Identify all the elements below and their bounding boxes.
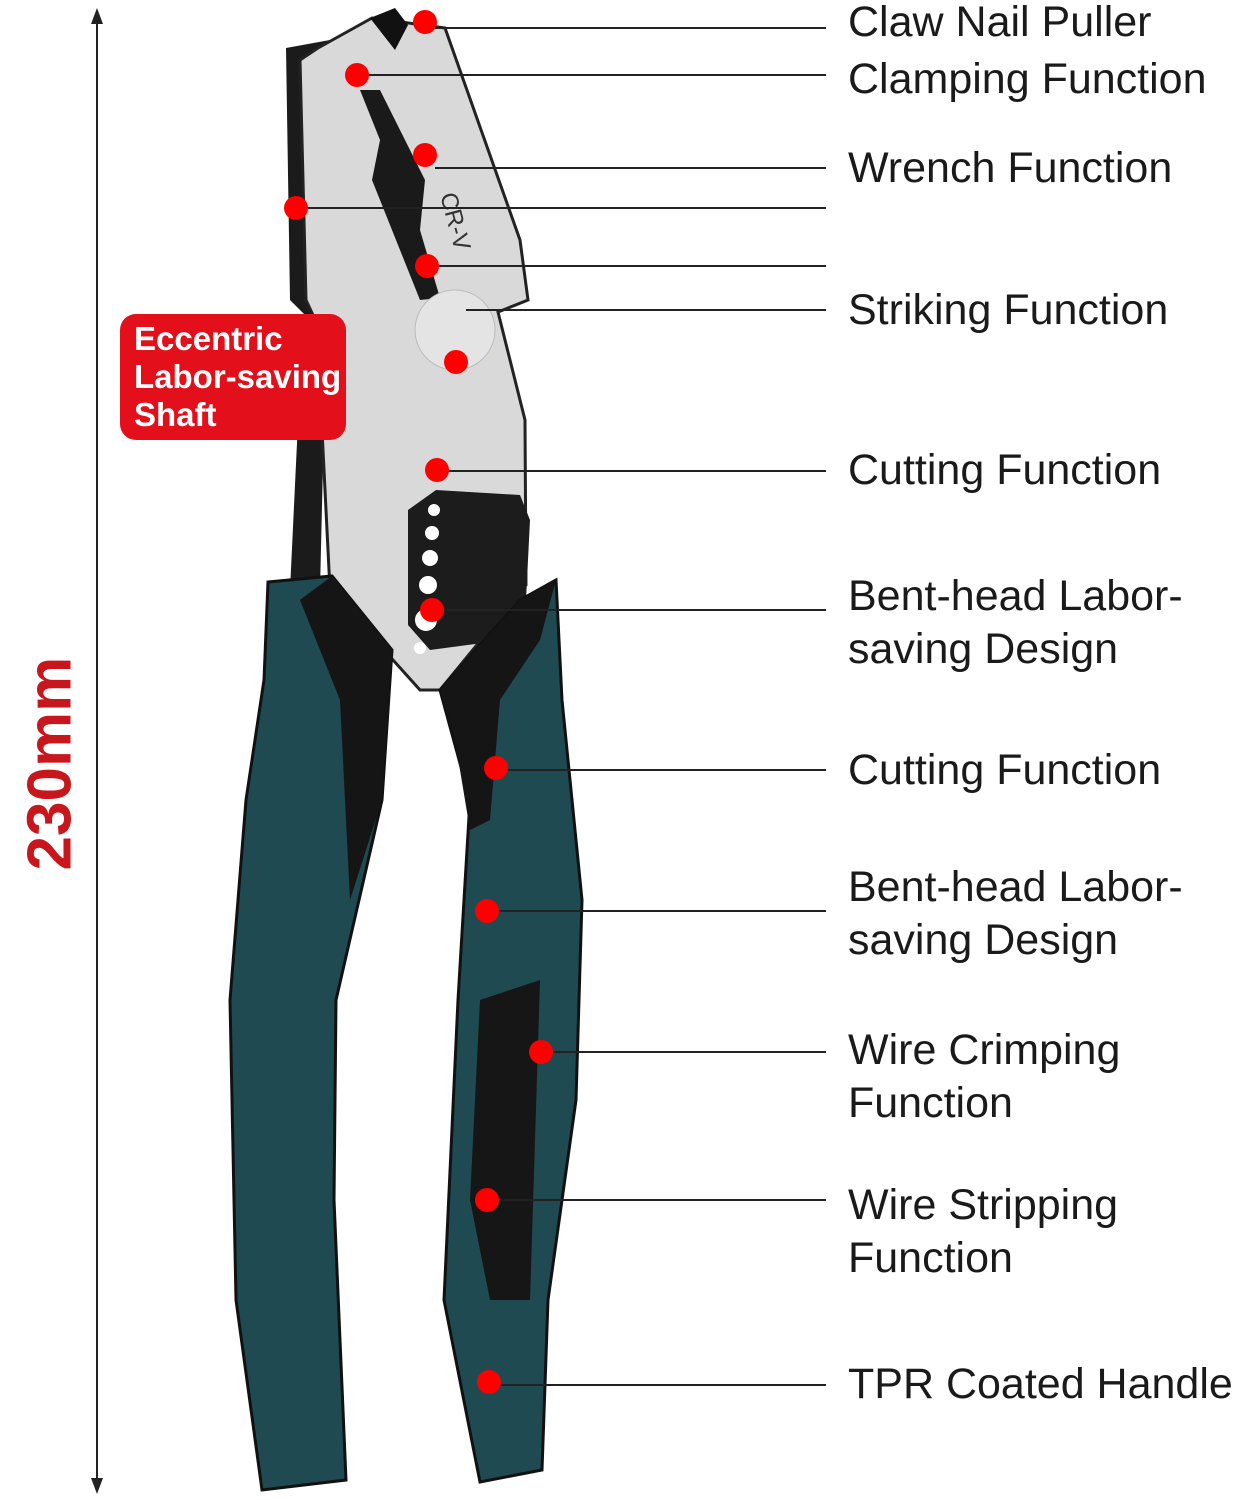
label-text: Wrench Function [848,144,1173,192]
label-text: Wire Stripping [848,1181,1119,1229]
callout-label: Wrench Function [848,142,1172,195]
label-text: Function [848,1079,1013,1127]
length-dimension-label: 230mm [15,656,85,871]
label-text: TPR Coated Handle [848,1360,1233,1408]
callout-dot [475,1188,499,1212]
callout-label: Clamping Function [848,53,1207,106]
callout-label: Cutting Function [848,744,1161,797]
callout-label: TPR Coated Handle [848,1358,1233,1411]
label-text: Bent-head Labor- [848,863,1183,911]
label-text: Striking Function [848,286,1169,334]
callout-label: Bent-head Labor-saving Design [848,861,1183,967]
callout-dot [477,1370,501,1394]
label-text: Function [848,1234,1013,1282]
dimension-arrow [91,8,103,1494]
badge-line: Shaft [134,396,217,433]
label-text: Cutting Function [848,446,1162,494]
label-text: saving Design [848,625,1119,673]
label-text: Clamping Function [848,55,1207,103]
callout-dot [420,598,444,622]
label-text: Bent-head Labor- [848,572,1183,620]
label-text: Cutting Function [848,746,1162,794]
callout-dot [413,143,437,167]
left-handle [228,574,394,1492]
eccentric-shaft-badge: Eccentric Labor-saving Shaft [120,314,346,440]
callout-dot [415,254,439,278]
callout-dot [413,10,437,34]
callout-label: Claw Nail Puller [848,0,1151,49]
callout-dot [444,350,468,374]
badge-line: Labor-saving [134,358,342,395]
callout-label: Cutting Function [848,444,1161,497]
callout-dot [484,756,508,780]
callout-dot [529,1040,553,1064]
label-text: Wire Crimping [848,1026,1121,1074]
callout-label: Bent-head Labor-saving Design [848,570,1183,676]
label-text: Claw Nail Puller [848,0,1152,46]
right-handle [438,577,584,1484]
badge-line: Eccentric [134,320,283,357]
callout-dot [475,899,499,923]
callout-dot [345,63,369,87]
callout-dot [425,458,449,482]
callout-dot [284,196,308,220]
callout-label: Striking Function [848,284,1168,337]
callout-markers [284,10,826,1394]
label-text: saving Design [848,916,1119,964]
